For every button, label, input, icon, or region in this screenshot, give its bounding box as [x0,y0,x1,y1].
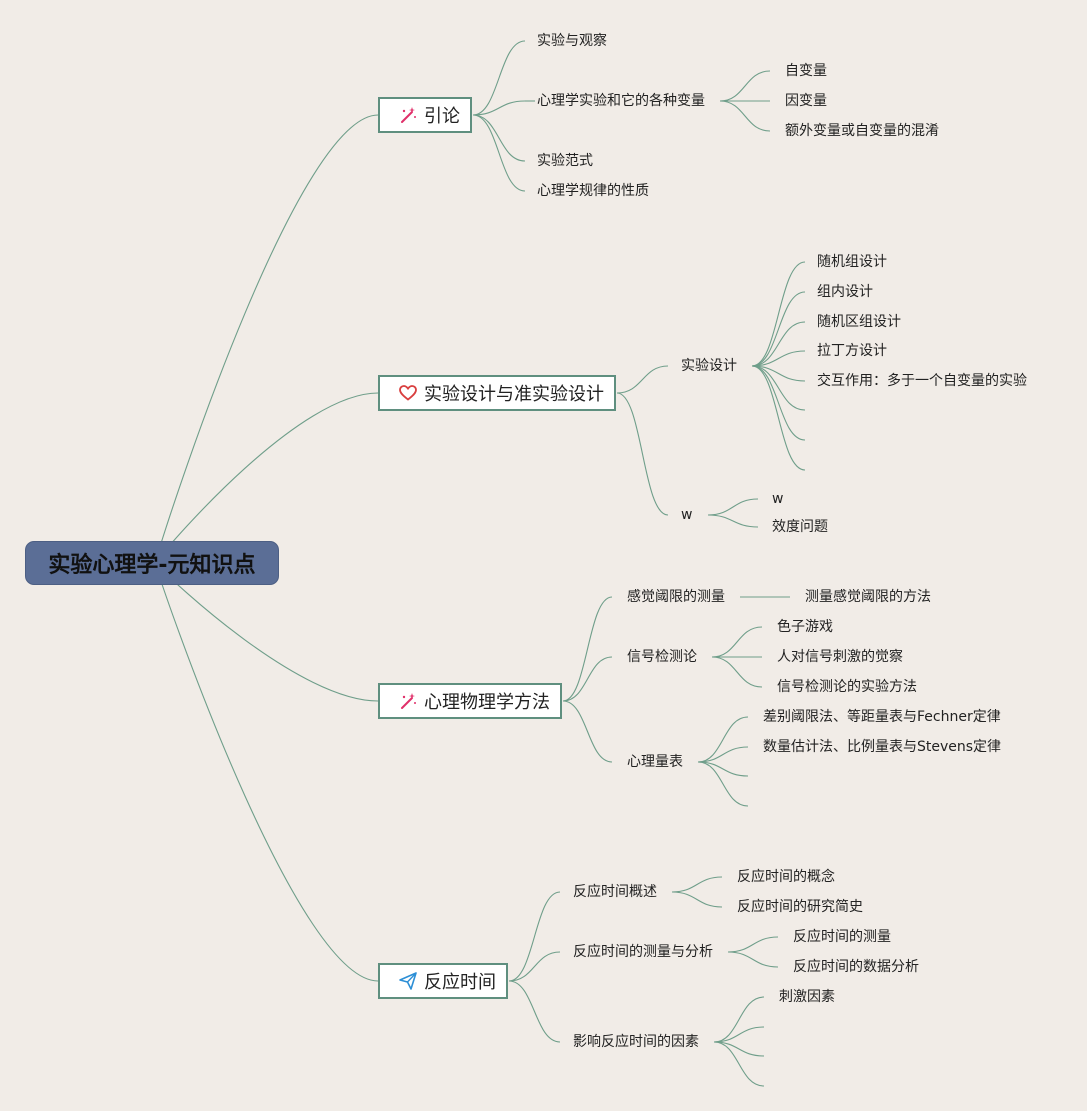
heart-icon [398,383,418,403]
connector-line [713,996,765,1043]
connector-line [154,392,379,564]
topic-node[interactable]: 信号检测论的实验方法 [777,679,917,695]
topic-node[interactable]: 实验与观察 [537,33,607,49]
connector-line [154,562,379,982]
topic-node[interactable]: 反应时间的研究简史 [737,899,863,915]
topic-node[interactable]: w [681,507,693,523]
root-node[interactable]: 实验心理学-元知识点 [25,541,279,585]
topic-node[interactable]: 数量估计法、比例量表与Stevens定律 [763,739,1002,755]
magic-wand-icon [398,691,418,711]
connector-line [616,365,669,394]
topic-node[interactable]: 实验设计 [681,358,737,374]
topic-node[interactable]: 反应时间的数据分析 [793,959,919,975]
branch-design[interactable]: 实验设计与准实验设计 [378,375,616,411]
topic-node[interactable]: 反应时间的测量与分析 [573,944,713,960]
connector-line [508,951,561,982]
magic-wand-icon [398,105,418,125]
connector-line [472,40,526,116]
branch-design-label: 实验设计与准实验设计 [424,384,604,405]
connector-line [707,514,759,528]
topic-node[interactable]: 随机区组设计 [817,314,901,330]
topic-node[interactable]: 交互作用：多于一个自变量的实验 [817,373,1027,389]
connector-line [713,1026,765,1043]
connector-line [707,498,759,516]
connector-line [727,951,779,968]
topic-node[interactable]: 刺激因素 [779,989,835,1005]
connector-line [751,321,806,367]
topic-node[interactable]: 色子游戏 [777,619,833,635]
connector-line [719,70,771,102]
topic-node[interactable]: 反应时间的概念 [737,869,835,885]
connector-line [751,261,806,367]
topic-node[interactable]: 效度问题 [772,519,828,535]
connector-line [697,761,749,807]
connector-line [751,350,806,367]
branch-psychophysics-label: 心理物理学方法 [424,692,550,713]
topic-node[interactable]: 心理学规律的性质 [537,183,649,199]
connector-line [508,891,561,982]
connector-line [751,365,806,411]
paper-plane-icon [398,971,418,991]
connector-line [751,365,806,471]
connector-line [711,656,763,688]
connector-line [751,365,806,382]
connector-line [711,626,763,658]
connector-line [562,700,613,763]
root-label: 实验心理学-元知识点 [48,553,256,578]
connector-line [671,876,723,893]
connector-line [472,114,526,192]
branch-intro-label: 引论 [424,106,460,127]
connector-line [697,746,749,763]
connector-line [154,114,379,564]
connector-line [616,392,669,516]
topic-node[interactable]: 组内设计 [817,284,873,300]
topic-node[interactable]: 心理量表 [627,754,683,770]
branch-reaction-label: 反应时间 [424,972,496,993]
connector-line [562,656,613,702]
branch-intro[interactable]: 引论 [378,97,472,133]
topic-node[interactable]: 拉丁方设计 [817,343,887,359]
connector-line [472,114,526,162]
topic-node[interactable]: 反应时间的测量 [793,929,891,945]
connector-line [472,100,526,116]
topic-node[interactable]: 自变量 [785,63,827,79]
topic-node[interactable]: 因变量 [785,93,827,109]
connector-line [727,936,779,953]
connector-line [719,100,771,132]
topic-node[interactable]: 测量感觉阈限的方法 [805,589,931,605]
connector-line [713,1041,765,1087]
topic-node[interactable]: 影响反应时间的因素 [573,1034,699,1050]
topic-node[interactable]: w [772,491,784,507]
connector-line [751,291,806,367]
connector-line [562,596,613,702]
connector-line [751,365,806,441]
topic-node[interactable]: 心理学实验和它的各种变量 [537,93,705,109]
topic-node[interactable]: 人对信号刺激的觉察 [777,649,903,665]
topic-node[interactable]: 感觉阈限的测量 [627,589,725,605]
topic-node[interactable]: 随机组设计 [817,254,887,270]
topic-node[interactable]: 实验范式 [537,153,593,169]
connector-line [671,891,723,908]
topic-node[interactable]: 额外变量或自变量的混淆 [785,123,939,139]
connector-line [508,980,561,1043]
topic-node[interactable]: 信号检测论 [627,649,697,665]
topic-node[interactable]: 反应时间概述 [573,884,657,900]
connector-line [697,716,749,763]
branch-psychophysics[interactable]: 心理物理学方法 [378,683,562,719]
topic-node[interactable]: 差别阈限法、等距量表与Fechner定律 [763,709,1001,725]
branch-reaction[interactable]: 反应时间 [378,963,508,999]
